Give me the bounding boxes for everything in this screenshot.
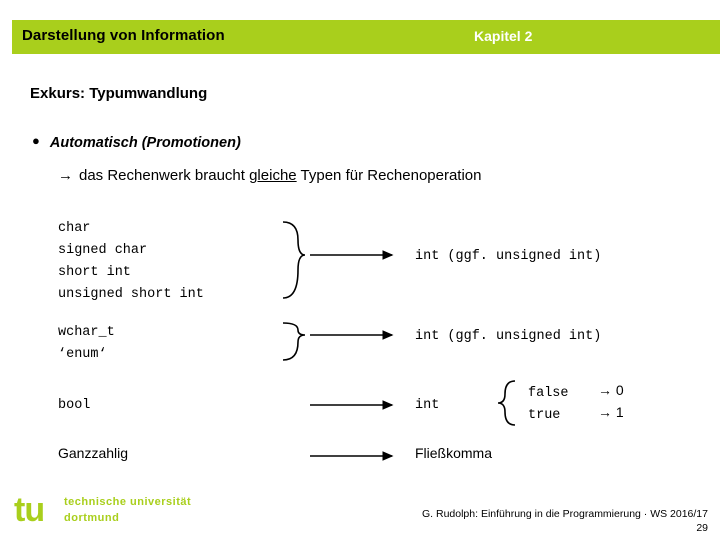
- bullet-item-label: Automatisch (Promotionen): [49, 135, 241, 151]
- group-1-target-type: int (ggf. unsigned int): [415, 249, 602, 264]
- bool-false-value: → 0: [598, 382, 624, 398]
- subline-rechenwerk: → das Rechenwerk braucht gleiche Typen fü…: [58, 167, 482, 184]
- chapter-label: Kapitel 2: [474, 28, 533, 44]
- bool-false-label: false: [528, 386, 569, 401]
- header-bar-right: [462, 20, 720, 54]
- group-3-target-type: int: [415, 398, 440, 413]
- page-title: Darstellung von Information: [22, 27, 225, 44]
- group-2-source-types: wchar_t ‘enum‘: [58, 325, 115, 362]
- subline-before: das Rechenwerk braucht: [79, 167, 250, 184]
- tu-dortmund-logo: tu technische universität dortmund: [14, 493, 204, 533]
- footer-page-number: 29: [696, 522, 708, 534]
- footer-credit: G. Rudolph: Einführung in die Programmie…: [422, 508, 708, 520]
- arrow-right-icon: →: [58, 167, 73, 184]
- group-4-target-type: Fließkomma: [415, 445, 493, 461]
- group-1-source-types: char signed char short int unsigned shor…: [58, 221, 204, 302]
- section-title: Exkurs: Typumwandlung: [30, 85, 208, 102]
- logo-line-2: dortmund: [64, 512, 120, 524]
- logo-line-1: technische universität: [64, 496, 192, 508]
- group-2-target-type: int (ggf. unsigned int): [415, 329, 602, 344]
- subline-after: Typen für Rechenoperation: [296, 167, 482, 184]
- subline-underlined: gleiche: [249, 167, 297, 184]
- logo-tu-mark: tu: [14, 491, 45, 529]
- bullet-item-automatisch: ● Automatisch (Promotionen): [32, 133, 241, 151]
- header-bar-left: [12, 20, 462, 54]
- bool-true-label: true: [528, 408, 561, 423]
- group-4-source-types: Ganzzahlig: [58, 445, 129, 461]
- group-3-source-types: bool: [58, 398, 91, 413]
- bullet-dot-icon: ●: [32, 133, 40, 148]
- slide-header: Darstellung von Information Kapitel 2: [0, 20, 720, 54]
- bool-true-value: → 1: [598, 404, 624, 420]
